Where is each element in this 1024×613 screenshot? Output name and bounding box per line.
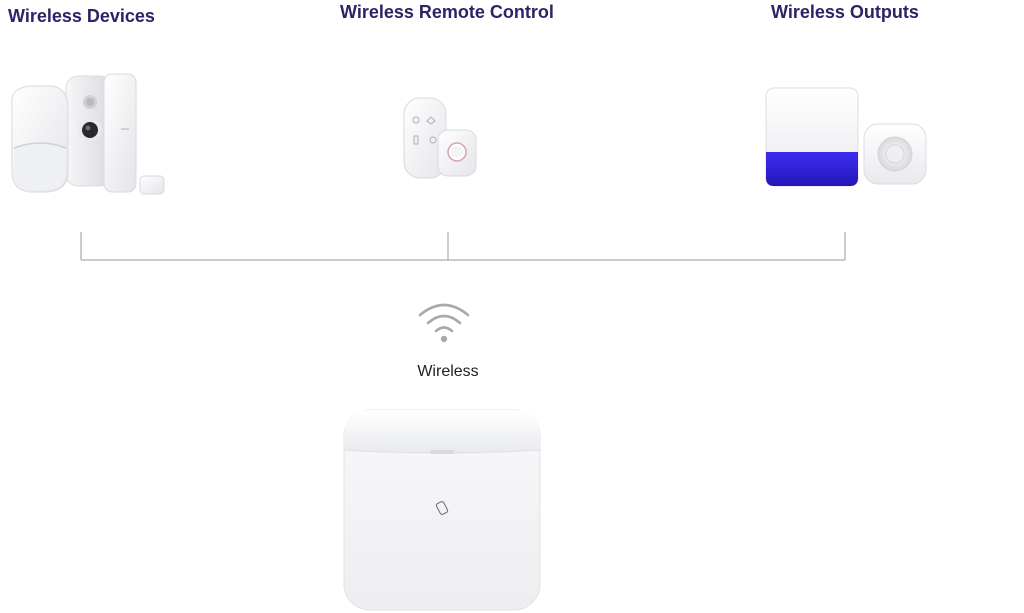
wireless-outputs-image <box>765 87 927 187</box>
wifi-icon <box>418 303 470 343</box>
wireless-label: Wireless <box>417 363 479 380</box>
control-panel-hub <box>343 409 541 611</box>
heading-wireless-remote-control: Wireless Remote Control <box>340 2 554 22</box>
wireless-devices-image <box>11 73 165 195</box>
heading-wireless-outputs: Wireless Outputs <box>771 2 919 22</box>
wireless-remote-image <box>403 97 477 179</box>
heading-wireless-devices: Wireless Devices <box>8 6 155 26</box>
